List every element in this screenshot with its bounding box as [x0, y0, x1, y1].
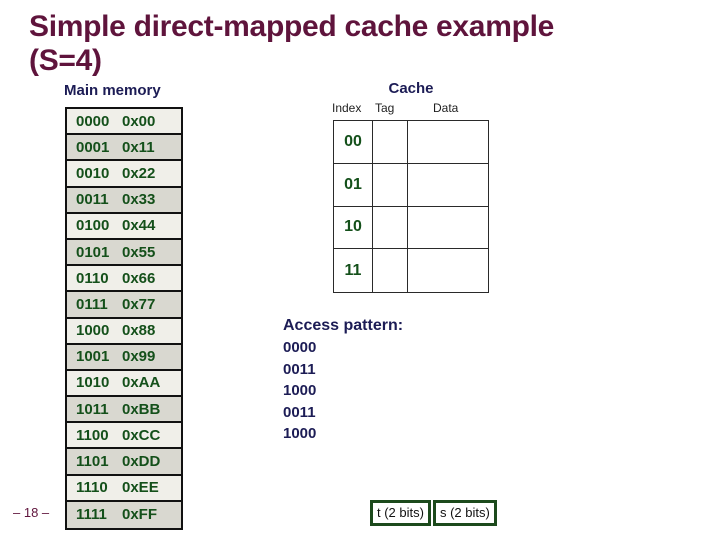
- cache-index-cell: 00: [334, 121, 373, 164]
- access-pattern-address: 0000: [283, 339, 317, 356]
- memory-row: 1010 0xAA: [67, 370, 181, 398]
- memory-address: 1100: [76, 426, 109, 444]
- memory-row: 1101 0xDD: [67, 449, 181, 476]
- memory-row: 0010 0x22: [67, 161, 181, 188]
- memory-address: 0101: [76, 243, 110, 261]
- cache-data-cell: [408, 121, 488, 164]
- memory-address: 0100: [76, 217, 110, 235]
- memory-value: 0xCC: [122, 426, 161, 444]
- address-bit-fields: t (2 bits) s (2 bits): [370, 500, 497, 526]
- slide-title-line2: (S=4): [29, 44, 102, 77]
- cache-column-header-tag: Tag: [375, 101, 395, 115]
- memory-value: 0xAA: [122, 374, 161, 392]
- memory-address: 1001: [76, 348, 110, 366]
- memory-address: 1000: [76, 322, 110, 340]
- access-pattern-address: 1000: [283, 382, 317, 399]
- memory-address: 0000: [76, 112, 110, 130]
- memory-value: 0x22: [122, 164, 156, 182]
- memory-address: 1111: [76, 506, 107, 524]
- memory-row: 0101 0x55: [67, 239, 181, 267]
- memory-address: 1010: [76, 374, 110, 392]
- memory-address: 0010: [76, 164, 110, 182]
- cache-column-header-index: Index: [332, 101, 362, 115]
- memory-value: 0xEE: [122, 479, 159, 497]
- slide-title-line1: Simple direct-mapped cache example: [29, 10, 555, 43]
- memory-row: 0100 0x44: [67, 213, 181, 240]
- main-memory-label: Main memory: [64, 82, 161, 99]
- memory-address: 0110: [76, 269, 109, 287]
- memory-value: 0x33: [122, 191, 156, 209]
- access-pattern-address: 0011: [283, 403, 316, 421]
- memory-row: 1011 0xBB: [67, 397, 181, 424]
- memory-row: 0011 0x33: [67, 187, 181, 214]
- access-pattern-label: Access pattern:: [283, 317, 404, 334]
- memory-address: 1101: [76, 453, 109, 471]
- memory-row: 0111 0x77: [67, 292, 181, 319]
- memory-address: 0011: [76, 191, 109, 209]
- memory-value: 0x00: [122, 112, 156, 130]
- slide-title: Simple direct-mapped cache example (S=4): [29, 10, 699, 78]
- memory-value: 0xDD: [122, 453, 161, 471]
- memory-address: 0111: [76, 295, 108, 313]
- cache-label: Cache: [388, 80, 434, 97]
- main-memory-table: 0000 0x00 0001 0x11 0010 0x22 0011 0x33 0100…: [65, 107, 183, 530]
- cache-index-cell: 01: [334, 163, 373, 207]
- memory-row: 1001 0x99: [67, 344, 181, 371]
- memory-value: 0x99: [122, 348, 156, 366]
- memory-address: 1011: [76, 400, 109, 418]
- cache-tag-cell: [373, 163, 408, 207]
- memory-row: 0001 0x11: [67, 135, 181, 162]
- access-pattern: Access pattern: 0000 0011 1000 0011 1000: [283, 315, 403, 445]
- memory-row: 1111 0xFF: [67, 501, 181, 528]
- memory-row: 1000 0x88: [67, 318, 181, 345]
- memory-value: 0x44: [122, 217, 156, 235]
- cache-tag-cell: [373, 206, 408, 250]
- memory-row: 0000 0x00: [67, 109, 181, 136]
- cache-tag-cell: [373, 121, 408, 164]
- memory-row: 0110 0x66: [67, 266, 181, 293]
- memory-value: 0x11: [122, 138, 155, 156]
- memory-value: 0x88: [122, 322, 156, 340]
- memory-address: 0001: [76, 138, 110, 156]
- access-pattern-address: 0011: [283, 360, 316, 378]
- memory-value: 0x77: [122, 295, 156, 313]
- memory-value: 0x55: [122, 243, 156, 261]
- memory-value: 0x66: [122, 269, 156, 287]
- cache-data-cell: [408, 207, 488, 250]
- memory-row: 1110 0xEE: [67, 475, 181, 502]
- cache-tag-cell: [373, 249, 408, 292]
- cache-data-cell: [408, 164, 488, 207]
- cache-index-cell: 11: [334, 249, 373, 292]
- access-pattern-address: 1000: [283, 425, 317, 442]
- cache-data-cell: [408, 249, 488, 292]
- memory-value: 0xBB: [122, 400, 161, 418]
- memory-row: 1100 0xCC: [67, 423, 181, 450]
- set-bits-box: s (2 bits): [432, 500, 497, 526]
- page-number: – 18 –: [13, 505, 50, 520]
- memory-address: 1110: [76, 479, 108, 497]
- tag-bits-box: t (2 bits): [370, 500, 431, 526]
- cache-index-cell: 10: [334, 206, 373, 250]
- memory-value: 0xFF: [122, 506, 158, 524]
- cache-column-header-data: Data: [433, 101, 459, 115]
- cache-table: 00 01 10 11: [333, 120, 489, 293]
